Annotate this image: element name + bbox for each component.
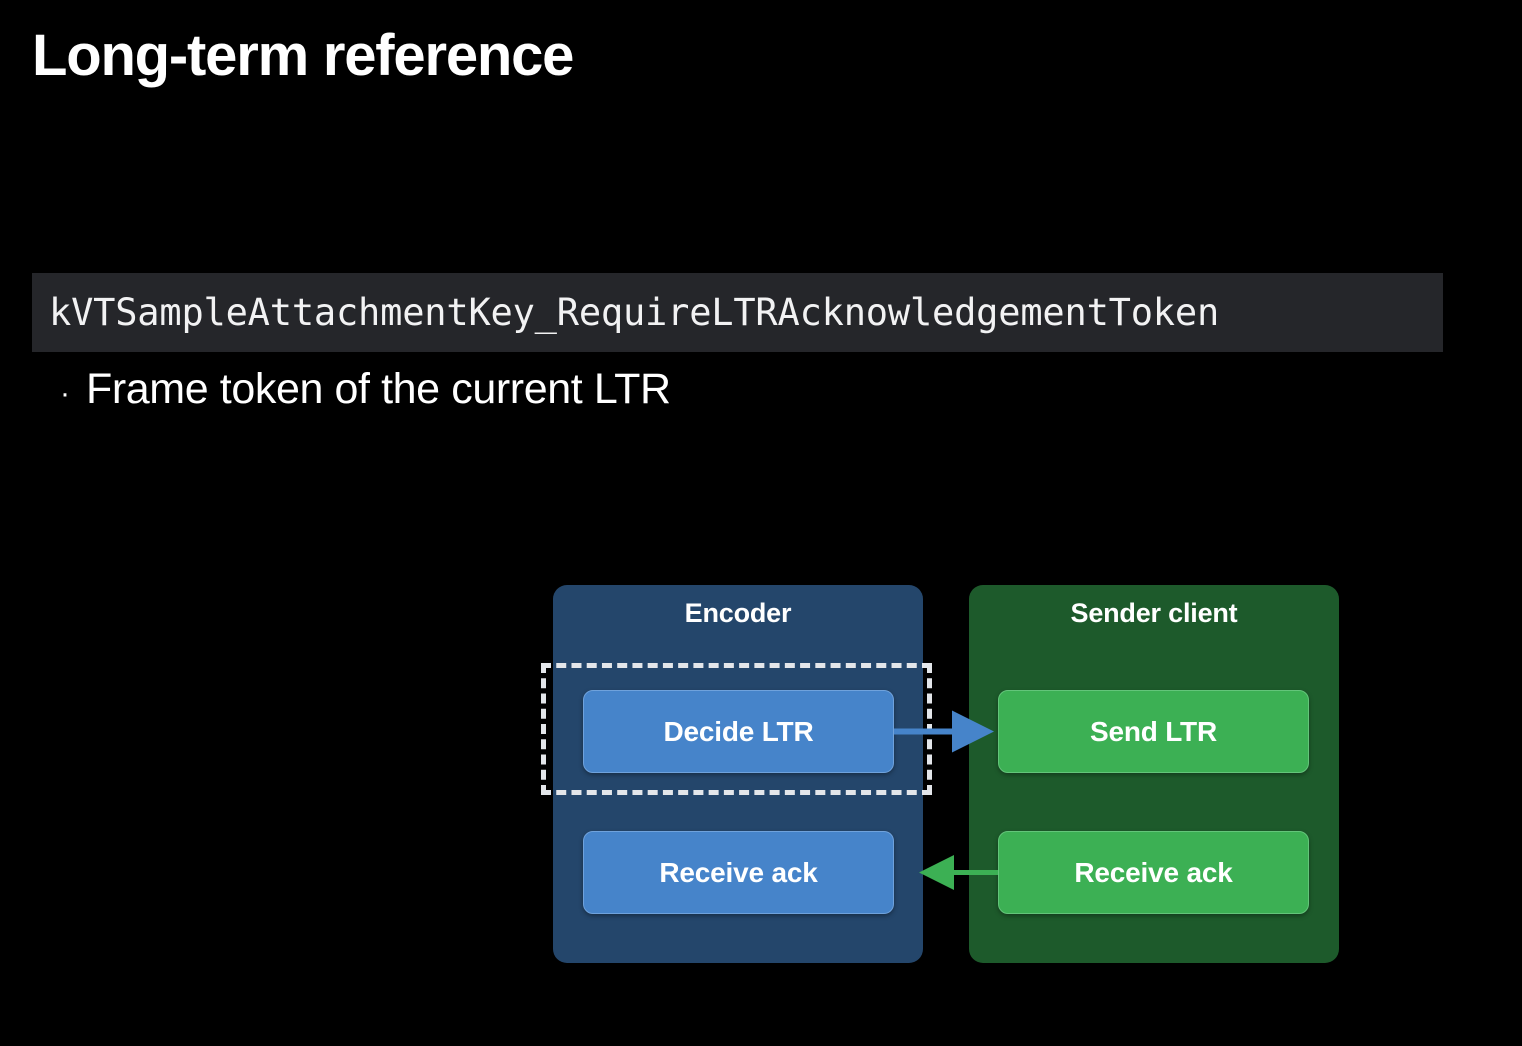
ltr-decision-highlight [541,663,932,795]
code-token-text: kVTSampleAttachmentKey_RequireLTRAcknowl… [49,291,1220,334]
code-token-block: kVTSampleAttachmentKey_RequireLTRAcknowl… [32,273,1443,352]
node-send-ltr: Send LTR [998,690,1309,773]
panel-encoder: Encoder [553,585,923,963]
panel-encoder-title: Encoder [684,598,792,628]
bullet-label: Frame token of the current LTR [86,365,671,413]
node-receive-ack-encoder: Receive ack [583,831,894,914]
bullet-marker-icon: · [60,377,70,410]
page-title: Long-term reference [32,23,574,88]
panel-sender-client: Sender client [969,585,1339,963]
node-receive-ack-sender: Receive ack [998,831,1309,914]
panel-sender-client-title: Sender client [1070,598,1238,628]
bullet-item-0: · Frame token of the current LTR [60,365,671,414]
node-decide-ltr: Decide LTR [583,690,894,773]
